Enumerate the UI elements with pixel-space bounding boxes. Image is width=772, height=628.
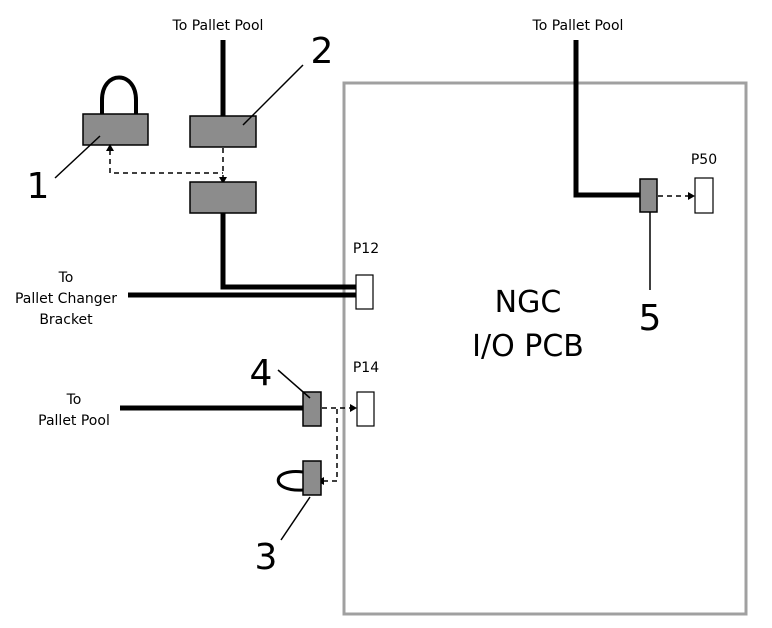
- board-title-line1: NGC: [495, 285, 562, 320]
- label-pallet-pool-lower: Pallet Pool: [38, 413, 110, 429]
- connector-5: [639, 178, 658, 213]
- label-to-pallet-pool-top-right: To Pallet Pool: [532, 18, 624, 34]
- label-p12: P12: [353, 241, 379, 257]
- leader-1: [54, 135, 101, 179]
- callout-3: 3: [255, 537, 278, 578]
- arrow-down-to-lower-connector: [219, 177, 227, 184]
- leader-3: [280, 496, 311, 541]
- arrow-to-p14: [350, 404, 357, 412]
- label-to-pallet-pool-top-left: To Pallet Pool: [172, 18, 264, 34]
- dashed-link-3: [322, 409, 338, 482]
- cable-to-p12: [220, 213, 356, 290]
- callout-4: 4: [250, 353, 273, 394]
- jumper-loop-1: [100, 75, 138, 116]
- cable-to-pallet-pool-right: [573, 40, 640, 198]
- label-p50: P50: [691, 152, 717, 168]
- callout-2: 2: [311, 31, 334, 72]
- label-to-lower: To: [66, 392, 82, 408]
- jumper-loop-3: [276, 470, 304, 492]
- leader-4: [277, 369, 311, 399]
- arrow-up-to-plug-1: [106, 144, 114, 151]
- label-to: To: [58, 270, 74, 286]
- io-pcb-board: [342, 81, 748, 616]
- leader-2: [242, 64, 304, 126]
- jumper-plug-1: [82, 113, 149, 146]
- jumper-plug-3: [302, 460, 322, 496]
- callout-1: 1: [27, 166, 50, 207]
- label-p14: P14: [353, 360, 379, 376]
- label-pallet-changer: Pallet Changer: [15, 291, 117, 307]
- port-p12: [355, 274, 374, 310]
- port-p14: [356, 391, 375, 427]
- label-bracket: Bracket: [39, 312, 93, 328]
- board-title-line2: I/O PCB: [472, 329, 584, 364]
- dashed-link-1: [109, 150, 223, 174]
- port-p50: [694, 177, 714, 214]
- connector-pallet-changer: [189, 181, 257, 214]
- connector-4: [302, 391, 322, 427]
- callout-5: 5: [639, 298, 662, 339]
- connector-2: [189, 115, 257, 148]
- arrow-to-p50: [688, 192, 695, 200]
